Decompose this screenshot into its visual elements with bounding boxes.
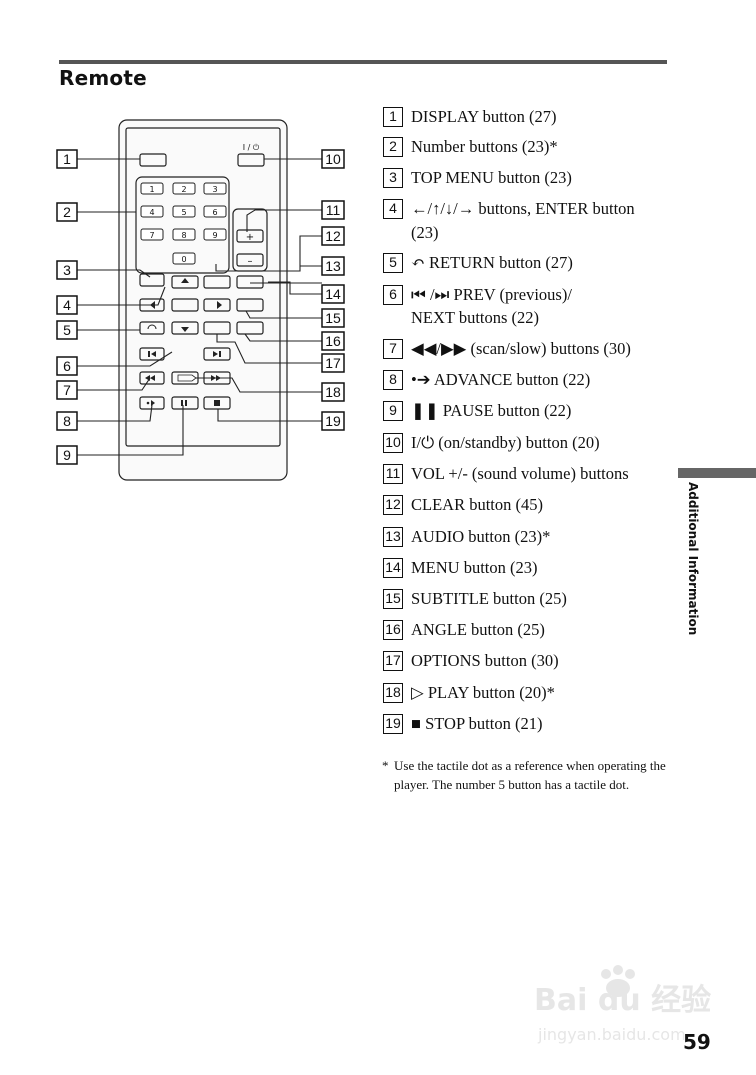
legend-item: 4←/↑/↓/→ buttons, ENTER button xyxy=(383,198,635,222)
vol-plus-key xyxy=(236,229,264,243)
legend-item-continued: (23) xyxy=(411,223,439,242)
vol-minus-key xyxy=(236,253,264,267)
watermark-url: jingyan.baidu.com xyxy=(537,1025,686,1044)
footnote-text: Use the tactile dot as a reference when … xyxy=(394,758,666,792)
remote-inner-panel xyxy=(125,127,281,447)
section-side-label: Additional Information xyxy=(686,482,700,636)
top-rule xyxy=(59,60,667,64)
callout-17: 17 xyxy=(325,355,341,371)
audio-key xyxy=(203,275,231,289)
callout-4: 4 xyxy=(63,297,71,313)
angle-key xyxy=(236,321,264,335)
legend-item: 19■ STOP button (21) xyxy=(383,713,542,737)
callout-13: 13 xyxy=(325,258,341,274)
menu-key xyxy=(236,275,264,289)
down-key xyxy=(171,321,199,335)
callout-19: 19 xyxy=(325,413,341,429)
legend-item: 8•➔ ADVANCE button (22) xyxy=(383,369,590,393)
rewind-key xyxy=(139,371,165,385)
key-7: 7 xyxy=(149,231,154,240)
key-5: 5 xyxy=(181,208,186,217)
legend-item: 5↶ RETURN button (27) xyxy=(383,252,573,276)
callout-11: 11 xyxy=(326,202,341,218)
callout-6: 6 xyxy=(63,358,71,374)
callout-1: 1 xyxy=(63,151,71,167)
legend-item: 9❚❚ PAUSE button (22) xyxy=(383,400,571,424)
top-menu-key xyxy=(139,273,165,287)
legend-item: 7◀◀/▶▶ (scan/slow) buttons (30) xyxy=(383,338,631,362)
callout-7: 7 xyxy=(63,382,71,398)
callout-5: 5 xyxy=(63,322,71,338)
callout-14: 14 xyxy=(325,286,341,302)
section-heading: Remote xyxy=(59,66,147,90)
power-key xyxy=(237,153,265,167)
section-tab xyxy=(678,468,756,478)
legend-item: 18▷ PLAY button (20)* xyxy=(383,682,555,706)
page-number: 59 xyxy=(683,1030,711,1054)
callout-18: 18 xyxy=(325,384,341,400)
legend-item: 6⏮ /⏭ PREV (previous)/ xyxy=(383,284,572,308)
enter-key xyxy=(171,298,199,312)
display-key xyxy=(139,153,167,167)
key-4: 4 xyxy=(149,208,154,217)
key-2: 2 xyxy=(181,185,186,194)
key-0: 0 xyxy=(181,255,186,264)
up-key xyxy=(171,275,199,289)
vol-minus-label: – xyxy=(248,256,253,267)
prev-key xyxy=(139,347,165,361)
return-key xyxy=(139,321,165,335)
numpad-frame xyxy=(135,176,230,274)
callout-10: 10 xyxy=(325,151,341,167)
remote-diagram: 1 2 3 4 5 6 7 8 9 0 I / ⏻ + – xyxy=(56,119,345,481)
callout-15: 15 xyxy=(325,310,341,326)
pause-key xyxy=(171,396,199,410)
power-label: I / ⏻ xyxy=(243,143,260,152)
right-key xyxy=(203,298,231,312)
footnote-mark: * xyxy=(382,758,389,773)
remote-body xyxy=(118,119,288,481)
callout-12: 12 xyxy=(325,228,341,244)
callout-2: 2 xyxy=(63,204,71,220)
key-1: 1 xyxy=(149,185,154,194)
legend-item-continued: NEXT buttons (22) xyxy=(411,308,540,327)
next-key xyxy=(203,347,231,361)
baidu-watermark: Bai du 经验 jingyan.baidu.com xyxy=(534,965,711,1044)
key-8: 8 xyxy=(181,231,186,240)
callout-3: 3 xyxy=(63,262,71,278)
watermark-brand: Bai du 经验 xyxy=(534,983,711,1018)
subtitle-key xyxy=(236,298,264,312)
callout-16: 16 xyxy=(325,333,341,349)
callout-8: 8 xyxy=(63,413,71,429)
stop-key xyxy=(203,396,231,410)
vol-plus-label: + xyxy=(246,232,254,243)
leader-lines xyxy=(77,158,322,456)
key-6: 6 xyxy=(212,208,217,217)
callout-9: 9 xyxy=(63,447,71,463)
key-9: 9 xyxy=(212,231,217,240)
key-3: 3 xyxy=(212,185,217,194)
